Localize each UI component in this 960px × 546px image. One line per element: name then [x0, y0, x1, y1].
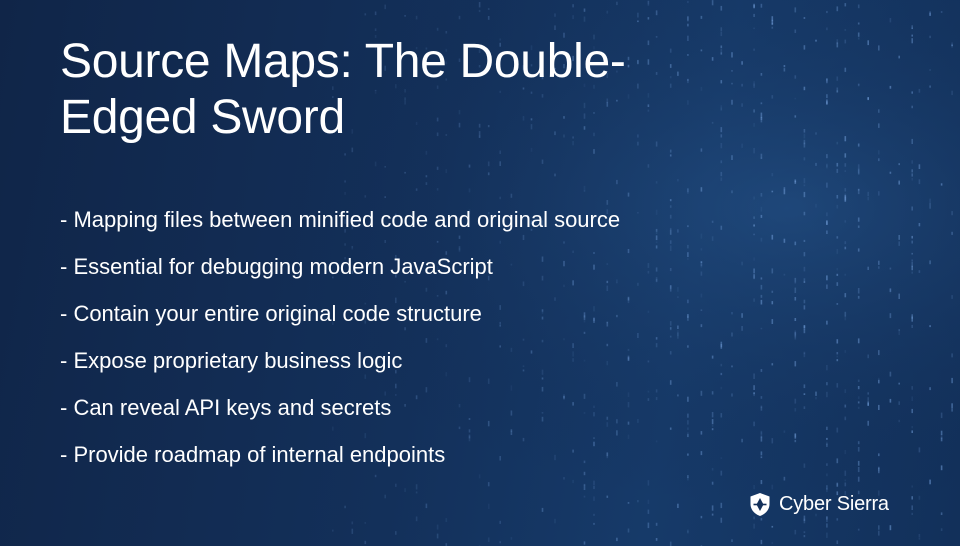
slide-title: Source Maps: The Double-Edged Sword — [60, 35, 626, 144]
bullet-item: - Can reveal API keys and secrets — [60, 395, 392, 420]
bullet-item: - Provide roadmap of internal endpoints — [60, 442, 446, 467]
bullet-item: - Contain your entire original code stru… — [60, 301, 482, 326]
bullet-item: - Essential for debugging modern JavaScr… — [60, 254, 493, 279]
bullet-list: - Mapping files between minified code an… — [60, 206, 620, 488]
cyber-sierra-logo: Cyber Sierra — [749, 491, 889, 517]
shield-icon — [750, 492, 770, 516]
bullet-item: - Mapping files between minified code an… — [60, 207, 621, 232]
bullet-item: - Expose proprietary business logic — [60, 348, 403, 373]
logo-text: Cyber Sierra — [779, 492, 889, 515]
